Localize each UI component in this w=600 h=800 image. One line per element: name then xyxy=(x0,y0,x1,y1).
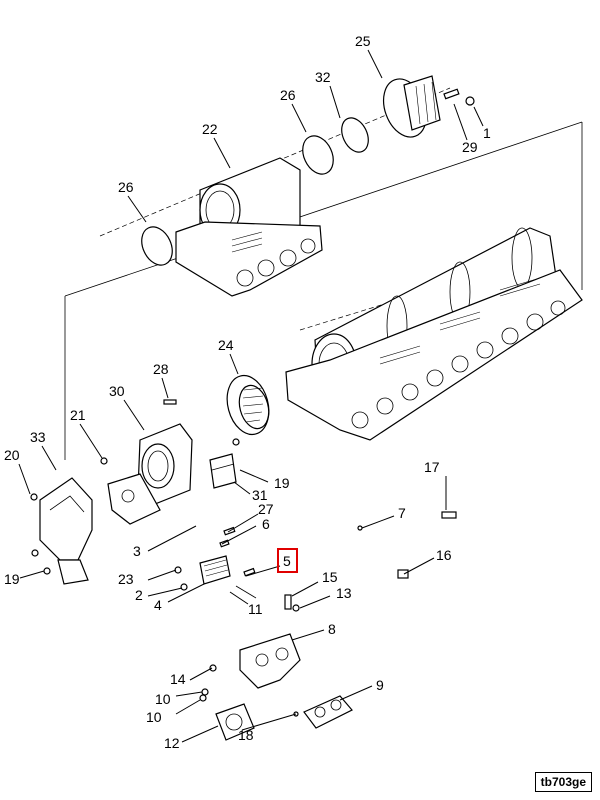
cover-33 xyxy=(39,477,93,585)
callout-label: 21 xyxy=(70,407,86,423)
o-ring-32 xyxy=(341,117,369,153)
callout-label: 16 xyxy=(436,547,452,563)
callout-label: 7 xyxy=(398,505,406,521)
main-module xyxy=(285,227,583,441)
callout-label: 12 xyxy=(164,735,180,751)
housing-30 xyxy=(107,423,193,525)
callout-label: 8 xyxy=(328,621,336,637)
callout-label: 29 xyxy=(462,139,478,155)
callout-label: 13 xyxy=(336,585,352,601)
callout-label: 25 xyxy=(355,33,371,49)
callout-label: 2 xyxy=(135,587,143,603)
callout-label: 24 xyxy=(218,337,234,353)
callout-label: 19 xyxy=(4,571,20,587)
callout-label: 11 xyxy=(248,601,263,617)
callout-label: 23 xyxy=(118,571,134,587)
callout-label: 18 xyxy=(238,727,254,743)
bracket-31 xyxy=(209,453,237,489)
bolt-1 xyxy=(465,96,475,106)
callout-label: 31 xyxy=(252,487,268,503)
callouts: 25 32 26 22 1 29 26 28 24 21 30 33 20 19… xyxy=(4,33,491,751)
callout-label: 26 xyxy=(118,179,134,195)
callout-label: 33 xyxy=(30,429,46,445)
highlight-box xyxy=(277,548,298,573)
callout-label: 27 xyxy=(258,501,274,517)
callout-label: 19 xyxy=(274,475,290,491)
callout-label: 10 xyxy=(146,709,162,725)
callout-label: 4 xyxy=(154,597,162,613)
callout-label: 9 xyxy=(376,677,384,693)
callout-label: 5 xyxy=(283,553,291,569)
callout-label: 26 xyxy=(280,87,296,103)
callout-label: 15 xyxy=(322,569,338,585)
end-cap-25 xyxy=(382,75,441,138)
callout-label: 6 xyxy=(262,516,270,532)
diagram-reference-code: tb703ge xyxy=(534,772,592,792)
callout-label: 17 xyxy=(424,459,440,475)
lower-small-parts xyxy=(199,664,299,717)
callout-label: 22 xyxy=(202,121,218,137)
lower-manifold-8 xyxy=(239,633,301,689)
callout-label: 28 xyxy=(153,361,169,377)
upper-module xyxy=(175,157,323,297)
callout-label: 30 xyxy=(109,383,125,399)
callout-label: 3 xyxy=(133,543,141,559)
gasket-12 xyxy=(215,703,255,741)
callout-label: 1 xyxy=(483,125,491,141)
leader-lines xyxy=(18,49,484,743)
callout-label: 20 xyxy=(4,447,20,463)
callout-label: 10 xyxy=(155,691,171,707)
gasket-9 xyxy=(303,695,353,729)
callout-label: 32 xyxy=(315,69,331,85)
callout-label: 14 xyxy=(170,671,186,687)
o-ring-26 xyxy=(302,135,334,175)
pin-29 xyxy=(443,88,460,100)
ring-24 xyxy=(226,374,270,436)
o-ring-upper xyxy=(141,226,173,266)
